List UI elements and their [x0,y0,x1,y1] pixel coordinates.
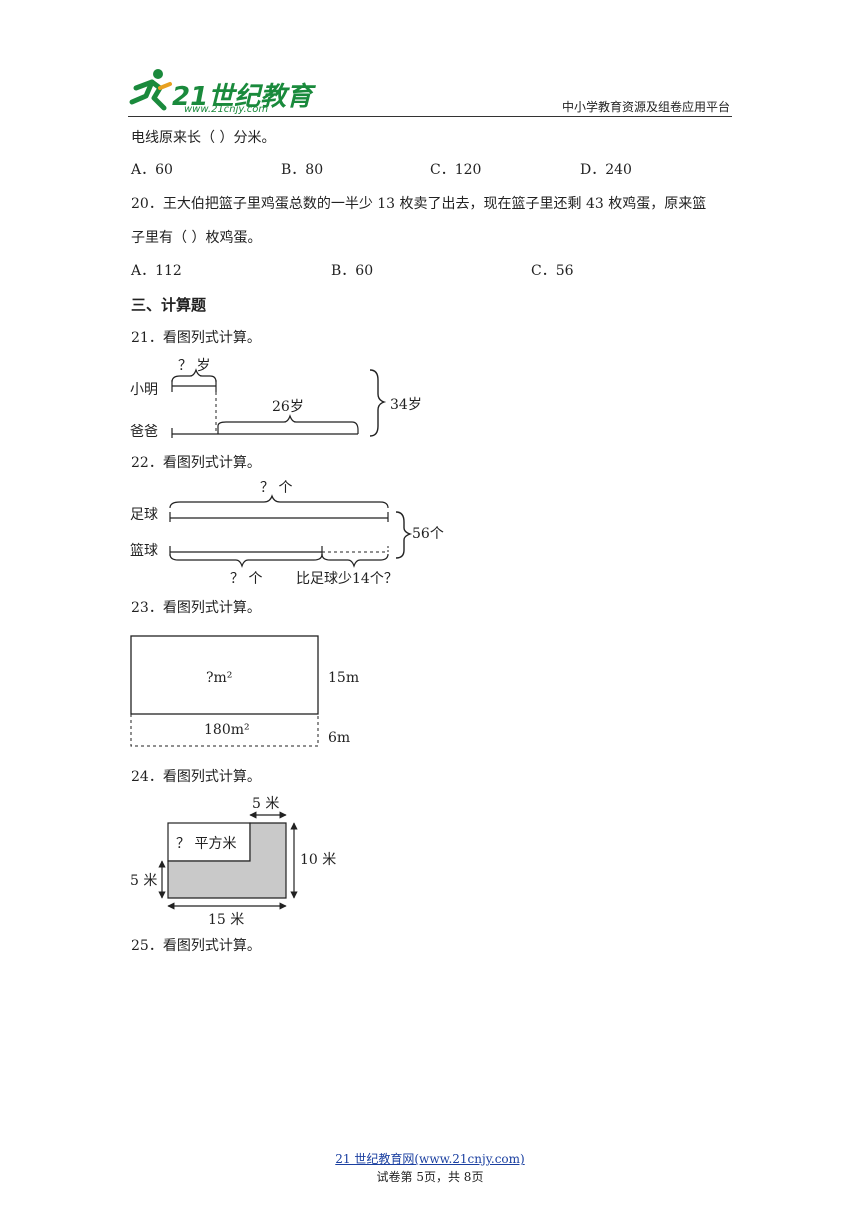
q21-diff-label: 26岁 [272,399,304,415]
q24-height-label: 10 米 [300,852,336,868]
q20-option-c: C．56 [531,263,574,279]
header: 21世纪教育 www.21cnjy.com 中小学教育资源及组卷应用平台 [0,0,860,120]
q24-shaded-l-shape [167,822,287,899]
q22-prompt: 22．看图列式计算。 [131,455,261,471]
q21-xiaoming-label: 小明 [130,382,158,398]
footer-link[interactable]: 21 世纪教育网(www.21cnjy.com) [335,1152,525,1166]
logo-url: www.21cnjy.com [184,104,269,115]
q19-option-a: A．60 [131,162,173,178]
platform-name: 中小学教育资源及组卷应用平台 [562,100,731,114]
q24-top-width-label: 5 米 [252,796,279,812]
q23-diagram: ?m² 180m² 15m 6m [130,635,359,747]
logo-text: 21世纪教育 [172,82,313,112]
q22-bottom-left-brace [169,553,323,568]
q19-option-c: C．120 [430,162,482,178]
q21-total-brace [369,369,387,437]
q20-line2: 子里有（ ）枚鸡蛋。 [131,230,262,246]
q21-diff-brace [217,414,359,434]
section-title: 三、计算题 [131,296,207,314]
q21-total-label: 34岁 [390,397,422,413]
q24-prompt: 24．看图列式计算。 [131,769,261,785]
footer-link-row: 21 世纪教育网(www.21cnjy.com) [0,1150,860,1167]
q23-height-bottom-label: 6m [328,730,350,746]
q23-bottom-area-label: 180m² [204,722,250,738]
q19-option-b: B．80 [281,162,324,178]
q19-option-d: D．240 [580,162,632,178]
q22-bottom-unknown-label: ？ 个 [230,571,262,587]
q21-baba-label: 爸爸 [130,424,158,440]
runner-logo-icon [129,69,172,111]
q22-top-unknown-label: ？ 个 [260,480,292,496]
q22-top-brace [169,494,389,509]
q20-option-b: B．60 [331,263,374,279]
q21-prompt: 21．看图列式计算。 [131,330,261,346]
q22-less-label: 比足球少14个？ [296,571,398,587]
q25-prompt: 25．看图列式计算。 [131,938,261,954]
q21-diagram: ？ 岁 小明 26岁 爸爸 34岁 [130,358,422,440]
q23-height-top-label: 15m [328,670,359,686]
q21-unknown-label: ？ 岁 [178,358,210,374]
page-number: 试卷第 5页，共 8页 [376,1170,484,1184]
q19-tail: 电线原来长（ ）分米。 [131,130,276,146]
q24-left-height-label: 5 米 [130,873,157,889]
q22-football-label: 足球 [130,507,158,523]
q20-line1: 20．王大伯把篮子里鸡蛋总数的一半少 13 枚卖了出去，现在篮子里还剩 43 枚… [131,196,707,212]
q23-top-rectangle [130,635,319,715]
q22-total-label: 56个 [412,526,444,542]
q24-bottom-width-label: 15 米 [208,912,244,928]
q24-unknown-rectangle [167,822,251,862]
q22-bottom-right-brace [321,553,389,568]
q23-dashed-extension [130,714,319,747]
q20-option-a: A．112 [131,263,182,279]
q23-top-area-label: ?m² [206,670,232,686]
q22-total-brace [395,511,413,559]
header-divider [128,116,732,117]
q21-unknown-brace [171,368,217,383]
q22-basketball-label: 篮球 [130,543,158,559]
q24-area-unknown-label: ？ 平方米 [176,836,236,852]
q24-diagram: 5 米 ？ 平方米 10 米 5 米 15 米 [130,796,336,928]
q23-prompt: 23．看图列式计算。 [131,600,261,616]
q22-diagram: ？ 个 足球 篮球 ？ 个 比足球少14个？ 56个 [130,480,444,587]
